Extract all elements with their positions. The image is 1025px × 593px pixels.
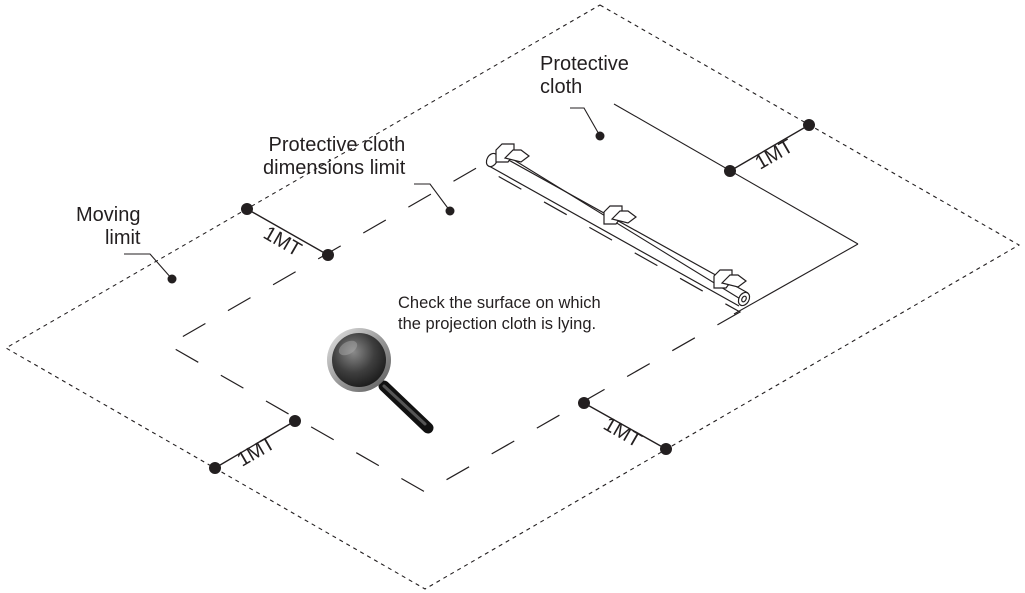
moving-limit-label: Moving limit (76, 204, 141, 249)
moving-limit-pointer (167, 274, 177, 284)
dimension-label-top-left: 1MT (260, 222, 306, 261)
surface-check-note: Check the surface on which the projectio… (398, 294, 601, 333)
dimension-marker-bottom-right: 1MT (578, 397, 672, 455)
dimension-label-bottom-left: 1MT (234, 432, 280, 471)
leader-lines (124, 107, 601, 280)
dimension-marker-bottom-left: 1MT (209, 415, 301, 474)
cloth-roller (485, 143, 751, 307)
dimension-marker-top-left: 1MT (241, 203, 334, 261)
dimension-marker-top-right: 1MT (724, 119, 815, 177)
cloth-dimensions-limit-outline (166, 165, 742, 493)
protective-cloth-label: Protective cloth (540, 53, 629, 98)
dimensions-limit-pointer (445, 206, 455, 216)
protective-cloth-pointer (595, 131, 605, 141)
dimensions-limit-label: Protective cloth dimensions limit (263, 134, 406, 179)
magnifying-glass-icon (327, 328, 434, 434)
dimension-label-bottom-right: 1MT (600, 413, 646, 452)
moving-limit-outline (4, 4, 1021, 590)
dimension-label-top-right: 1MT (752, 135, 798, 174)
protective-cloth-sheet (500, 103, 859, 315)
